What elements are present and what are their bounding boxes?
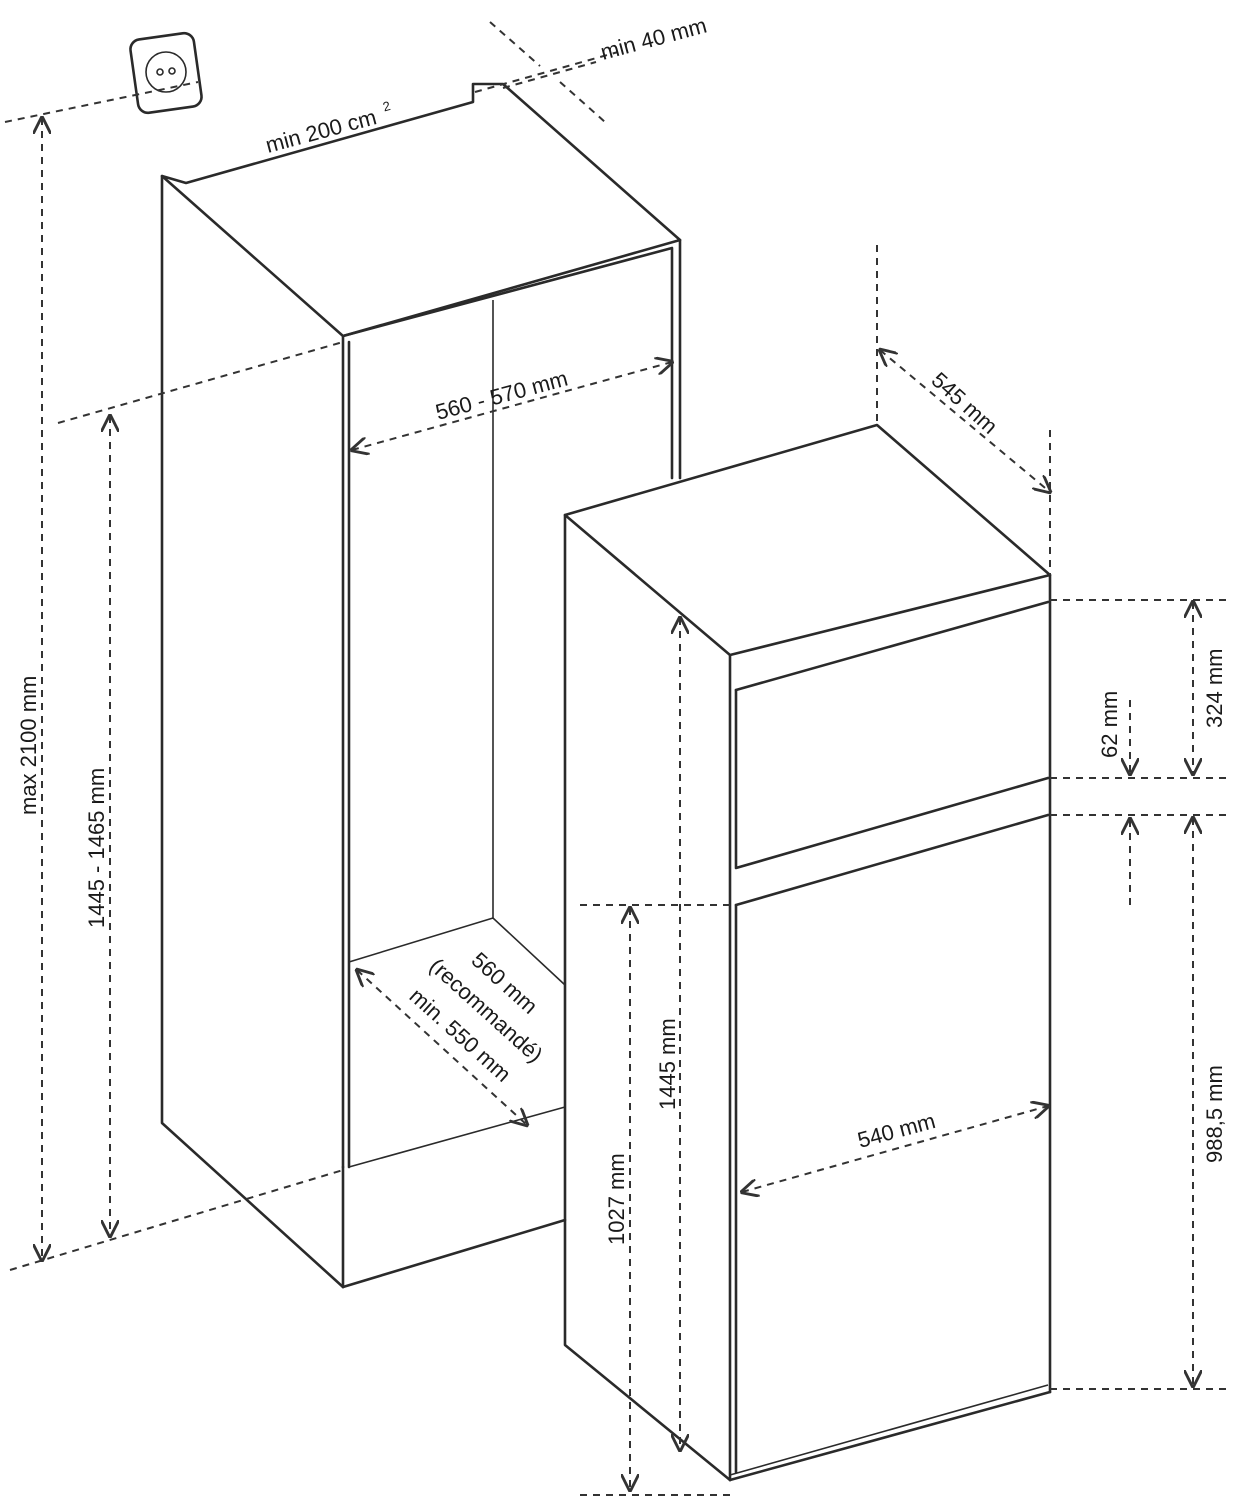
appliance-height-label: 1445 mm	[655, 1018, 680, 1110]
niche-width-label: 560 - 570 mm	[433, 366, 571, 425]
dimension-lines	[4, 21, 1232, 1496]
ventilation-area-label: min 200 cm	[263, 104, 379, 158]
niche-max-height-label: max 2100 mm	[16, 676, 41, 815]
appliance-width-label: 540 mm	[855, 1108, 938, 1153]
niche-cabinet	[160, 82, 682, 1289]
outlet-clearance-label: min 40 mm	[598, 13, 710, 65]
appliance-depth-label: 545 mm	[927, 367, 1003, 439]
door-gap-label: 62 mm	[1097, 691, 1122, 758]
power-outlet-icon	[129, 31, 203, 115]
niche-height-range-label: 1445 - 1465 mm	[84, 768, 109, 928]
lower-height-label: 1027 mm	[604, 1153, 629, 1245]
fridge-appliance	[563, 423, 1052, 1482]
fridge-door-height-label: 988,5 mm	[1202, 1065, 1227, 1163]
ventilation-unit-superscript: 2	[381, 98, 392, 114]
freezer-door-height-label: 324 mm	[1202, 649, 1227, 728]
